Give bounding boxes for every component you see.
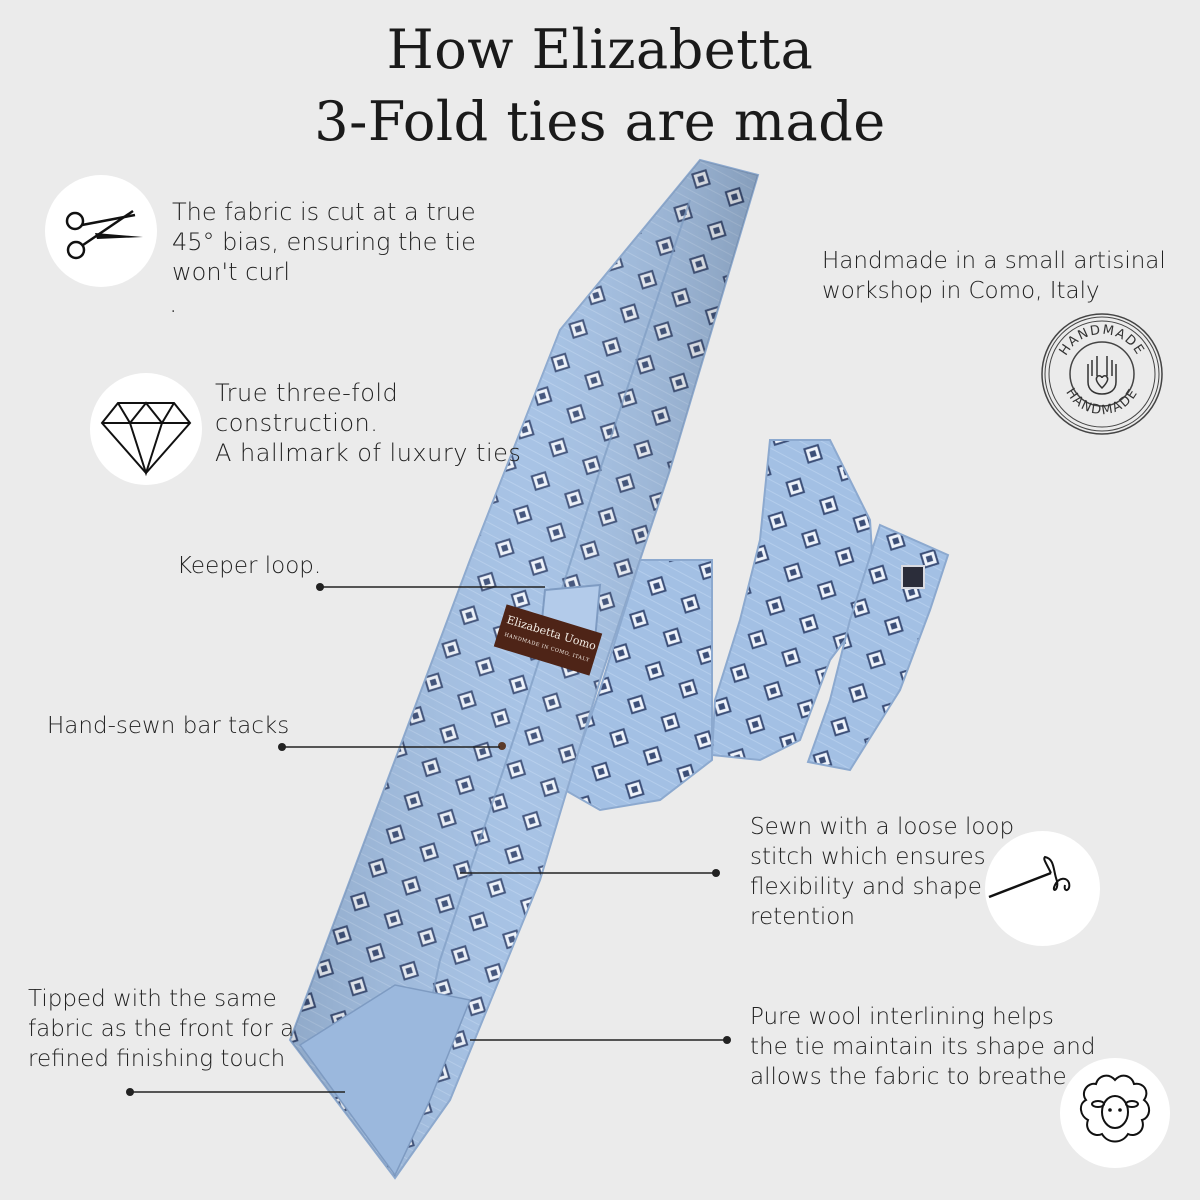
loop-stitch-caption: Sewn with a loose loop stitch which ensu…	[750, 814, 1015, 930]
needle-thread-icon	[988, 855, 1071, 899]
tipping-caption: Tipped with the same fabric as the front…	[28, 986, 295, 1072]
size-label	[901, 565, 925, 589]
bias-cut-caption: The fabric is cut at a true 45° bias, en…	[172, 198, 476, 286]
needle-badge	[985, 831, 1100, 946]
scissors-badge	[45, 175, 157, 287]
handmade-caption: Handmade in a small artisinal workshop i…	[822, 248, 1166, 304]
bias-cut-trailing-mark: .	[171, 300, 176, 316]
interlining-caption: Pure wool interlining helps the tie main…	[750, 1004, 1096, 1090]
sheep-icon	[1080, 1074, 1150, 1143]
bar-tacks-caption: Hand-sewn bar tacks	[47, 713, 290, 739]
stamp-text-bottom: HANDMADE	[1063, 386, 1140, 419]
svg-text:HANDMADE: HANDMADE	[1063, 386, 1142, 419]
page-title: How Elizabetta 3-Fold ties are made	[0, 14, 1200, 158]
handmade-stamp: HANDMADE HANDMADE	[1041, 313, 1163, 435]
scissors-icon	[65, 209, 143, 260]
diamond-badge	[90, 373, 202, 485]
sheep-badge	[1060, 1058, 1170, 1168]
keeper-loop-caption: Keeper loop.	[177, 553, 322, 579]
title-line-2: 3-Fold ties are made	[314, 90, 886, 153]
three-fold-caption: True three-fold construction. A hallmark…	[215, 379, 522, 467]
stamp-text-top: HANDMADE	[1057, 323, 1146, 359]
title-line-1: How Elizabetta	[386, 18, 814, 81]
svg-text:HANDMADE: HANDMADE	[1057, 323, 1148, 359]
brand-label	[493, 604, 603, 676]
diamond-icon	[100, 401, 192, 477]
